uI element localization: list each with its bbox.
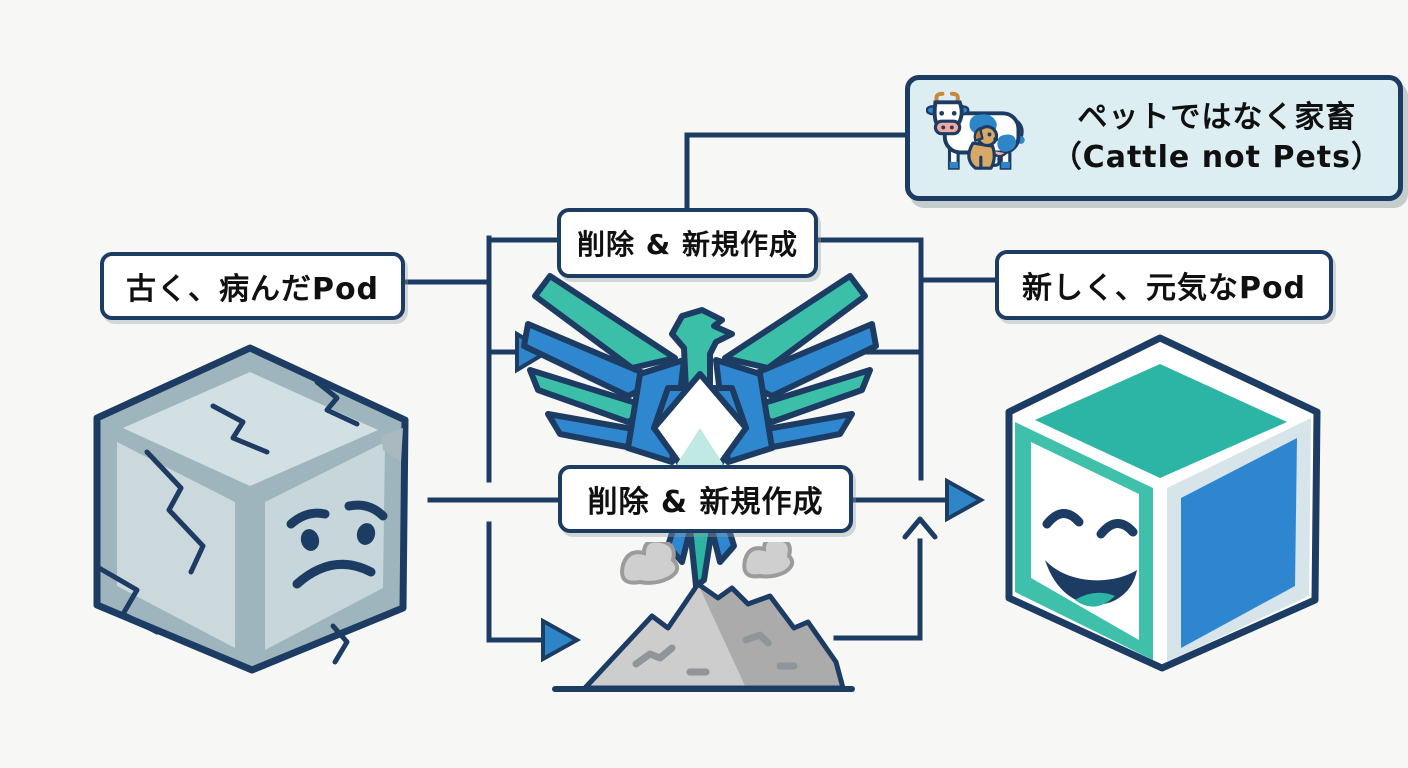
arrow-right-icon [541, 617, 582, 663]
delete-recreate-mid-label: 削除 & 新規作成 [558, 465, 853, 533]
cattle-not-pets-line2: （Cattle not Pets） [1051, 140, 1382, 175]
old-pod-label: 古く、病んだPod [100, 252, 405, 320]
smoke-puff-icon [620, 542, 680, 585]
cattle-not-pets-callout: ペットではなく家畜 （Cattle not Pets） [905, 75, 1403, 201]
old-pod-label-text: 古く、病んだPod [125, 272, 380, 307]
cow-and-dog-icon [926, 91, 1025, 170]
happy-face-mouth [1045, 560, 1137, 605]
phoenix-rising-icon [521, 273, 879, 589]
smoke-puff-icon [742, 542, 795, 579]
connector-to-callout [684, 132, 908, 211]
new-pod-figure [995, 330, 1325, 675]
happy-face-right-eye [1096, 519, 1138, 539]
cracked-stone-cube-sad-face-icon [93, 344, 409, 674]
sad-face-left-eyebrow [286, 508, 330, 529]
arrow-right-icon [945, 477, 986, 523]
delete-recreate-top-label-text: 削除 & 新規作成 [577, 228, 798, 261]
new-pod-label-text: 新しく、元気なPod [1021, 271, 1307, 306]
arrow-up-icon [902, 516, 938, 540]
cattle-not-pets-text: ペットではなく家畜 （Cattle not Pets） [1052, 98, 1382, 178]
cattle-not-pets-line1: ペットではなく家畜 [1077, 100, 1357, 135]
sad-face-right-eyebrow [344, 500, 388, 521]
phoenix-figure [520, 262, 880, 592]
happy-face-left-eye [1042, 509, 1084, 529]
ash-pile-with-smoke-icon [552, 542, 855, 692]
new-pod-label: 新しく、元気なPod [995, 250, 1333, 320]
happy-face-tongue [1075, 592, 1115, 607]
ash-pile-figure [540, 542, 870, 697]
fresh-cube-happy-face-icon [1005, 334, 1321, 672]
connector-left-bus-bottom [486, 521, 544, 643]
delete-recreate-mid-label-text: 削除 & 新規作成 [587, 485, 824, 520]
connector-ash-to-new [833, 538, 923, 641]
delete-recreate-top-label: 削除 & 新規作成 [557, 208, 818, 278]
old-pod-figure [85, 340, 415, 675]
dog-icon [967, 125, 1001, 170]
